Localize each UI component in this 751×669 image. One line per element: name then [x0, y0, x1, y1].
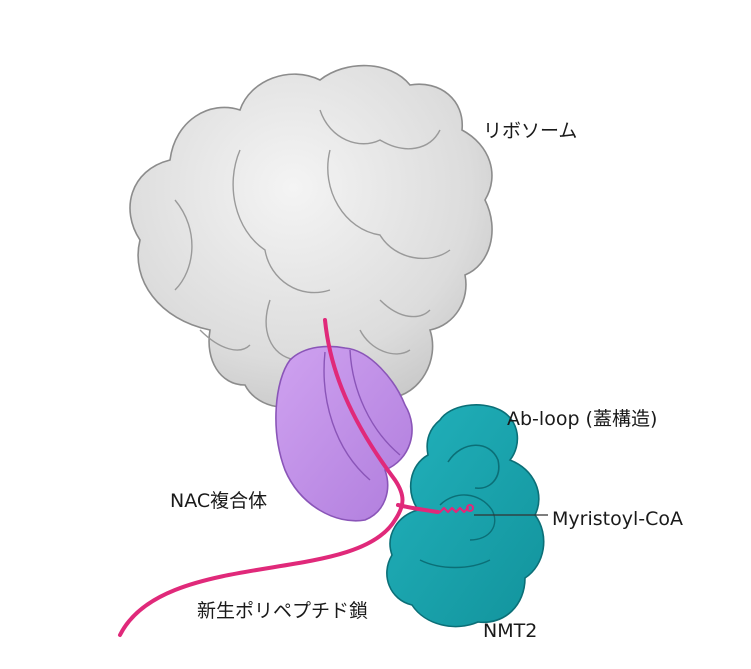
ribosome-label: リボソーム	[483, 120, 578, 142]
nascent-chain-line	[118, 318, 405, 637]
nac-complex-label: NAC複合体	[170, 490, 268, 512]
nmt2-shape	[386, 404, 545, 628]
myristoyl-coa-mark	[438, 506, 470, 514]
nmt2-label: NMT2	[483, 620, 538, 642]
nascent-chain-label: 新生ポリペプチド鎖	[197, 600, 369, 622]
myristoyl-coa-dot	[466, 504, 474, 512]
nac-complex-shape	[275, 345, 413, 522]
myristoyl-coa-label: Myristoyl-CoA	[552, 508, 683, 530]
nascent-chain-branch	[396, 503, 440, 514]
ab-loop-label: Ab-loop (蓋構造)	[507, 408, 658, 430]
